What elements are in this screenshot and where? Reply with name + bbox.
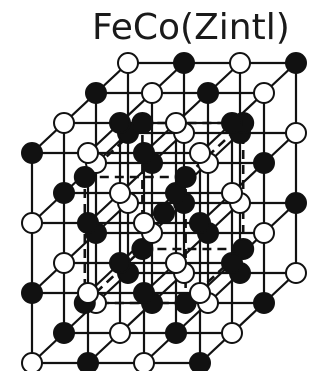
dark-atom [85,82,107,104]
dark-atom [253,292,275,314]
light-atom [285,122,307,144]
dark-atom [165,182,187,204]
inner-cube-edge [83,248,144,304]
dark-atom [153,202,175,224]
lattice-line-z [87,272,185,364]
light-atom [165,252,187,274]
light-atom [133,352,155,371]
dark-atom [285,52,307,74]
lattice-line-z [143,272,241,364]
lattice-line-z [31,202,129,294]
light-atom [53,252,75,274]
dark-atom [133,282,155,304]
dark-atom [77,212,99,234]
dark-atom [253,152,275,174]
diagram-title: FeCo(Zintl) [92,7,290,48]
dark-atom [21,142,43,164]
light-atom [109,322,131,344]
light-atom [285,262,307,284]
light-atom [21,212,43,234]
dark-atom [133,142,155,164]
dark-atom [77,352,99,371]
light-atom [109,182,131,204]
lattice-line-z [199,132,297,224]
dark-atom [73,166,96,188]
light-atom [133,212,155,234]
light-atom [253,82,275,104]
dark-atom [221,252,243,274]
light-atom [221,322,243,344]
light-atom [77,142,99,164]
dark-atom [131,112,154,134]
dark-atom [173,52,195,74]
dark-atom [53,322,75,344]
dark-atom [174,166,197,188]
dark-atom [53,182,75,204]
light-atom [53,112,75,134]
lattice-atoms [21,52,307,371]
light-atom [221,182,243,204]
light-atom [189,142,211,164]
dark-atom [165,322,187,344]
light-atom [229,52,251,74]
light-atom [189,282,211,304]
lattice-line-z [199,62,297,154]
dark-atom [221,112,243,134]
lattice-line-z [143,62,241,154]
light-atom [21,352,43,371]
dark-atom [189,212,211,234]
dark-atom [21,282,43,304]
lattice-line-z [31,272,129,364]
light-atom [77,282,99,304]
light-atom [141,82,163,104]
lattice-line-z [199,272,297,364]
dark-atom [131,238,154,260]
light-atom [253,222,275,244]
dark-atom [197,82,219,104]
dark-atom [109,112,131,134]
light-atom [117,52,139,74]
dark-atom [189,352,211,371]
dark-atom [285,192,307,214]
light-atom [165,112,187,134]
lattice-line-z [31,62,129,154]
dark-atom [109,252,131,274]
lattice-line-z [87,62,185,154]
